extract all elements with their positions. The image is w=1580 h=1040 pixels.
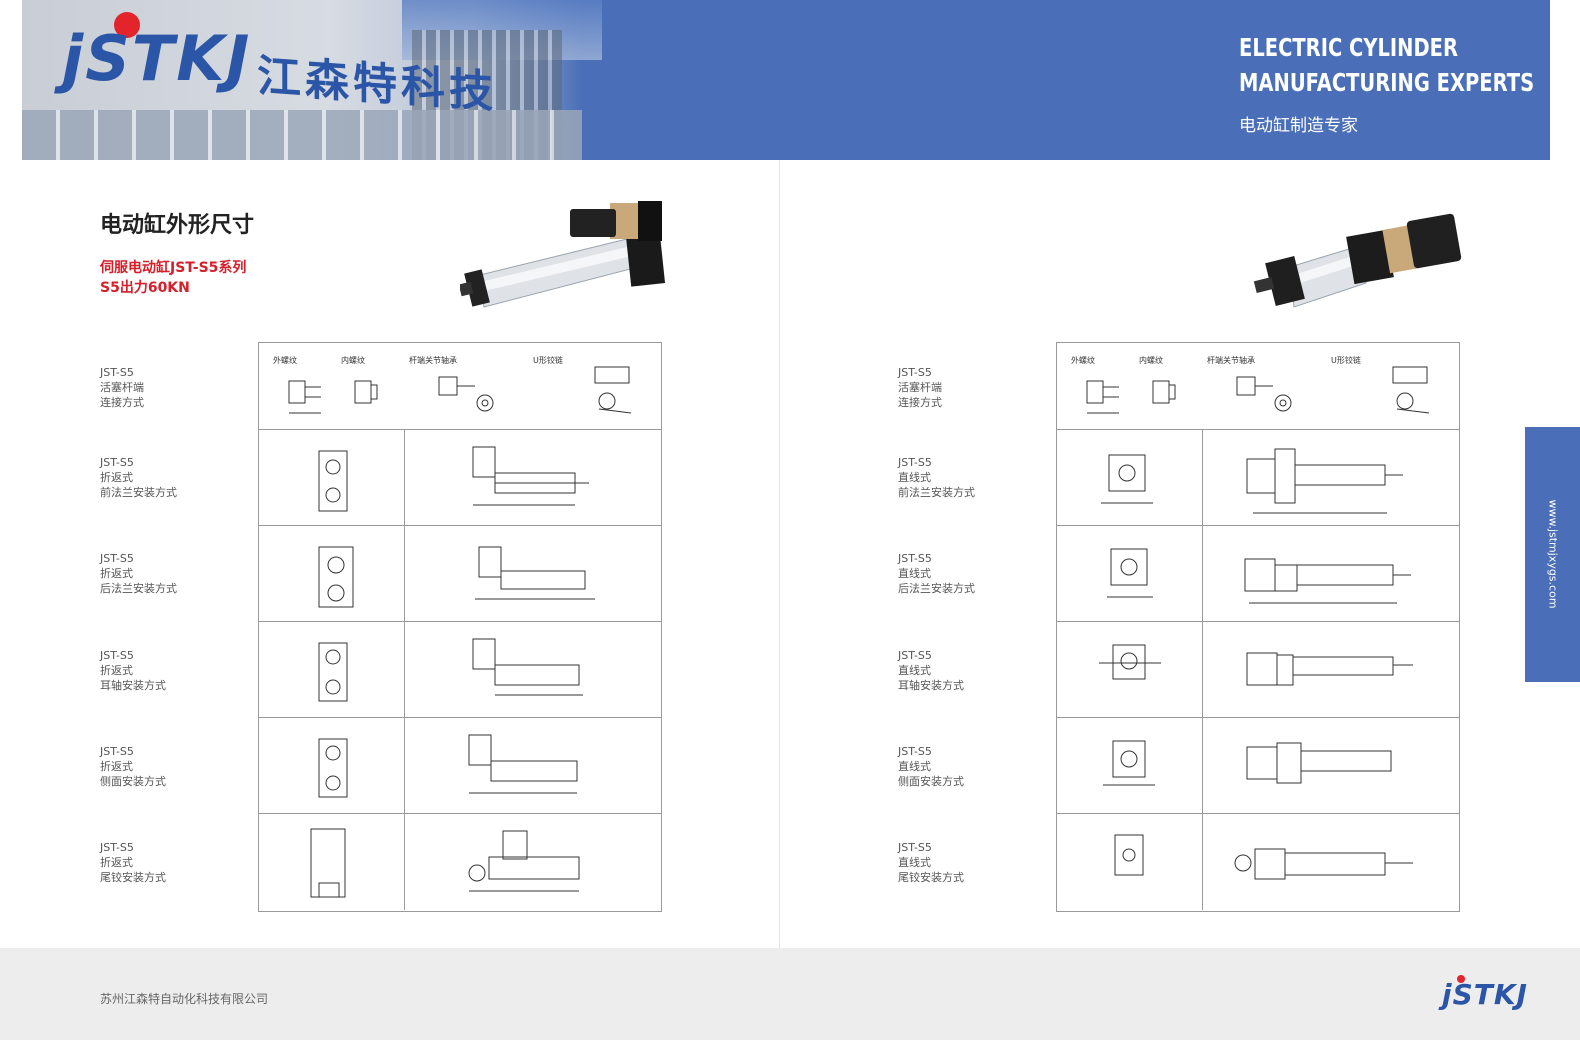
company-name: 苏州江森特自动化科技有限公司 <box>100 992 269 1006</box>
rod-end-drawings <box>1086 366 1430 414</box>
force-rating: S5出力60KN <box>100 280 190 296</box>
rod-type-label: 内螺纹 <box>341 356 365 365</box>
table-row <box>1057 525 1459 622</box>
rod-type-label: 杆端关节轴承 <box>1207 356 1255 365</box>
product-image-inline <box>1253 213 1462 308</box>
table-row <box>259 717 661 814</box>
table-row <box>259 429 661 526</box>
footer-logo: jSTKJ <box>1442 978 1528 1011</box>
table-row <box>259 621 661 718</box>
website-url[interactable]: www.jstmjxygs.com <box>1546 499 1560 609</box>
banner-title-line1: ELECTRIC CYLINDER <box>1239 33 1459 62</box>
rod-type-label: 内螺纹 <box>1139 356 1163 365</box>
facade-windows <box>22 110 582 160</box>
rod-type-label: 外螺纹 <box>1071 356 1095 365</box>
series-name: 伺服电动缸JST-S5系列 <box>100 260 247 276</box>
banner-title: ELECTRIC CYLINDER MANUFACTURING EXPERTS <box>1239 30 1534 100</box>
rod-type-label: U形铰链 <box>533 356 563 365</box>
footer <box>0 948 1580 1040</box>
table-row <box>259 525 661 622</box>
header-banner: jSTKJ 江森特科技 ELECTRIC CYLINDER MANUFACTUR… <box>22 0 1550 160</box>
page-divider <box>779 160 780 948</box>
mount-drawings-inline <box>1099 448 1413 880</box>
table-row <box>1057 429 1459 526</box>
dimension-table-right: 外螺纹 内螺纹 杆端关节轴承 U形铰链 <box>1056 342 1460 912</box>
banner-subtitle: 电动缸制造专家 <box>1239 116 1358 136</box>
banner-title-line2: MANUFACTURING EXPERTS <box>1239 68 1535 97</box>
column-divider <box>1202 429 1203 910</box>
rod-type-label: 外螺纹 <box>273 356 297 365</box>
brand-logo: jSTKJ <box>62 22 252 95</box>
table-row <box>1057 717 1459 814</box>
mount-drawings-folded <box>310 446 595 898</box>
product-image-folded <box>460 201 666 308</box>
side-tab <box>1525 427 1580 682</box>
logo-dot-icon <box>114 12 140 38</box>
table-row <box>259 813 661 911</box>
dimension-table-left: 外螺纹 内螺纹 杆端关节轴承 U形铰链 <box>258 342 662 912</box>
rod-type-label: U形铰链 <box>1331 356 1361 365</box>
table-row <box>1057 813 1459 911</box>
table-row <box>1057 621 1459 718</box>
page-title: 电动缸外形尺寸 <box>100 213 255 238</box>
rod-type-label: 杆端关节轴承 <box>409 356 457 365</box>
logo-dot-icon <box>1457 975 1465 983</box>
column-divider <box>404 429 405 910</box>
rod-end-drawings <box>288 366 632 414</box>
